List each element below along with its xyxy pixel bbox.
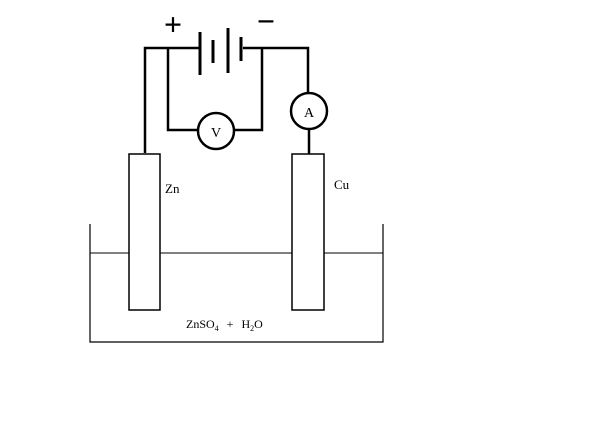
voltmeter-label: V [211, 126, 221, 141]
voltmeter [196, 111, 236, 151]
battery [198, 28, 243, 75]
beaker [89, 224, 384, 343]
wire-zn-to-battery [143, 46, 200, 153]
wire-battery-to-ammeter [243, 46, 310, 93]
battery-plus-sign: + [164, 6, 182, 42]
cu-label: Cu [334, 177, 350, 192]
zn-electrode [128, 153, 161, 311]
wire-voltmeter-branch [166, 48, 198, 132]
cu-electrode [291, 153, 325, 311]
electrolyte-formula: ZnSO4+H2O [186, 317, 263, 333]
battery-minus-sign: − [257, 3, 275, 39]
wire-voltmeter-branch-right [235, 48, 264, 132]
ammeter-label: A [304, 106, 315, 121]
zn-label: Zn [165, 181, 180, 196]
